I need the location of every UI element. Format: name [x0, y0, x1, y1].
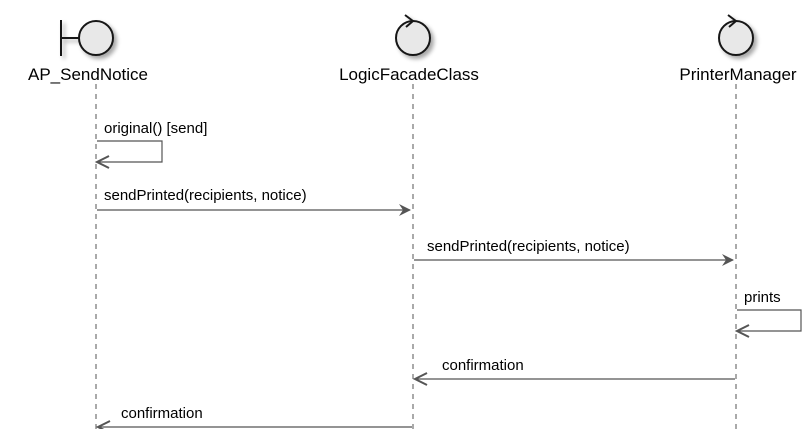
arrowhead	[412, 372, 428, 386]
message-confirmation-2: confirmation	[95, 405, 412, 429]
participant-name: LogicFacadeClass	[339, 65, 479, 84]
participant-name: AP_SendNotice	[28, 65, 148, 84]
arrowhead	[94, 155, 110, 169]
arrowhead	[95, 420, 111, 429]
arrowhead	[399, 204, 411, 216]
self-call-arrow	[737, 309, 802, 332]
participant-logicfacadeclass: LogicFacadeClass	[339, 14, 479, 84]
message-original-send: original() [send]	[94, 120, 207, 169]
lifelines	[95, 84, 737, 429]
message-sendprinted-2: sendPrinted(recipients, notice)	[414, 238, 734, 266]
participant-ap-sendnotice: AP_SendNotice	[28, 20, 148, 84]
message-label: prints	[744, 289, 781, 306]
message-label: sendPrinted(recipients, notice)	[427, 238, 630, 255]
message-confirmation-1: confirmation	[412, 357, 735, 386]
arrowhead	[722, 254, 734, 266]
message-label: sendPrinted(recipients, notice)	[104, 187, 307, 204]
participant-name: PrinterManager	[679, 65, 797, 84]
self-call-arrow	[97, 140, 163, 163]
message-sendprinted-1: sendPrinted(recipients, notice)	[97, 187, 411, 216]
control-icon	[395, 14, 431, 56]
message-prints: prints	[734, 289, 802, 338]
message-label: confirmation	[121, 405, 203, 422]
message-label: confirmation	[442, 357, 524, 374]
control-icon	[718, 14, 754, 56]
boundary-icon	[60, 20, 114, 56]
participant-printermanager: PrinterManager	[679, 14, 797, 84]
arrowhead	[734, 324, 750, 338]
message-label: original() [send]	[104, 120, 207, 137]
